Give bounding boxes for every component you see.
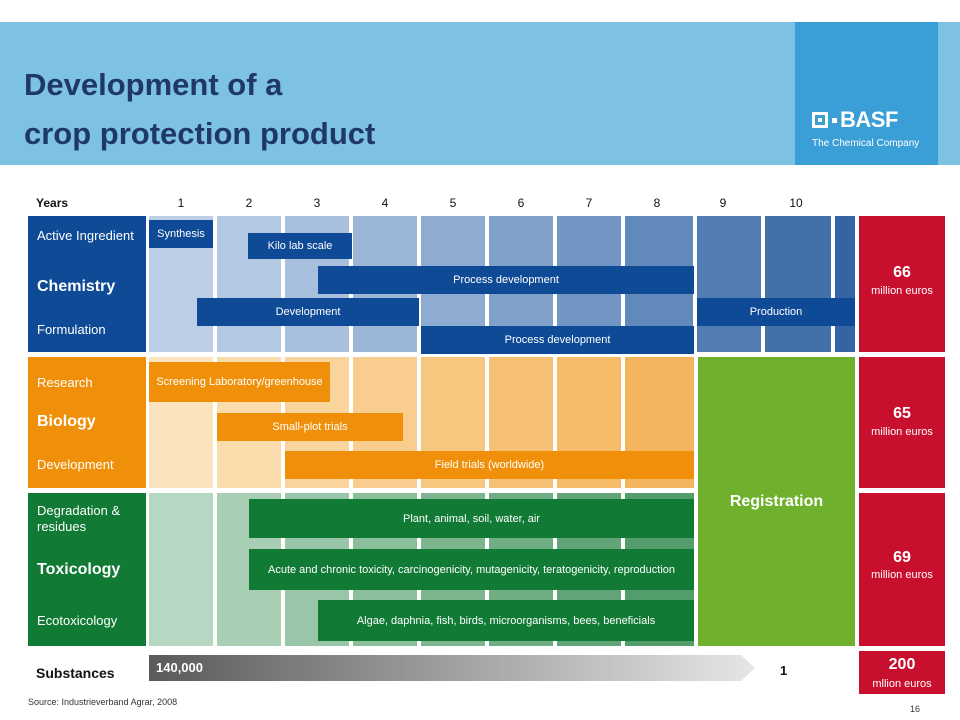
bar-algae-daphnia: Algae, daphnia, fish, birds, microorgani… [318, 600, 694, 641]
year-1: 1 [177, 196, 185, 210]
total-cost-box: 200 mllion euros [859, 651, 945, 694]
toxicology-cost-unit: million euros [871, 569, 933, 581]
chemistry-top-label: Active Ingredient [37, 228, 134, 243]
year-9: 9 [719, 196, 727, 210]
toxicology-cost-value: 69 [893, 549, 911, 566]
substances-label: Substances [36, 665, 115, 681]
source-note: Source: Industrieverband Agrar, 2008 [28, 697, 178, 707]
biology-bottom-label: Development [37, 457, 114, 472]
bar-process-development-1: Process development [318, 266, 694, 294]
page-title: Development of a crop protection product [24, 60, 375, 158]
total-cost-value: 200 [888, 656, 916, 673]
chemistry-name: Chemistry [37, 278, 116, 295]
bar-synthesis: Synthesis [149, 220, 213, 248]
bar-acute-chronic-toxicity: Acute and chronic toxicity, carcinogenic… [249, 549, 694, 590]
basf-logo-dot-icon [832, 118, 837, 123]
chemistry-cost-box: 66 million euros [859, 216, 945, 352]
bar-kilo-lab-scale: Kilo lab scale [248, 233, 352, 259]
registration-box: Registration [698, 357, 855, 646]
biology-name: Biology [37, 413, 96, 430]
biology-cost-unit: million euros [871, 426, 933, 438]
toxicology-cost-box: 69 million euros [859, 493, 945, 646]
year-5: 5 [449, 196, 457, 210]
biology-cost-box: 65 million euros [859, 357, 945, 488]
year-8: 8 [653, 196, 661, 210]
year-3: 3 [313, 196, 321, 210]
year-4: 4 [381, 196, 389, 210]
logo-tagline: The Chemical Company [812, 138, 920, 149]
year-2: 2 [245, 196, 253, 210]
bar-screening: Screening Laboratory/greenhouse [149, 362, 330, 402]
bar-process-development-2: Process development [421, 326, 694, 354]
title-line-2: crop protection product [24, 116, 376, 151]
registration-label: Registration [729, 492, 824, 510]
substances-end-value: 1 [780, 663, 788, 678]
bar-plant-animal-soil: Plant, animal, soil, water, air [249, 499, 694, 538]
bar-development: Development [197, 298, 419, 326]
chemistry-col-11 [835, 216, 855, 352]
toxicology-col-1 [149, 493, 213, 646]
toxicology-name: Toxicology [37, 561, 121, 578]
basf-logo-mark-icon [812, 112, 828, 128]
substances-start-value: 140,000 [156, 660, 203, 675]
chemistry-cost-value: 66 [893, 264, 911, 281]
total-cost-unit: mllion euros [872, 678, 932, 690]
year-6: 6 [517, 196, 525, 210]
year-7: 7 [585, 196, 593, 210]
year-10: 10 [789, 196, 803, 210]
chemistry-bottom-label: Formulation [37, 322, 106, 337]
chemistry-cost-unit: million euros [871, 285, 933, 297]
logo-brand: BASF [840, 107, 898, 132]
toxicology-bottom-label: Ecotoxicology [37, 613, 118, 628]
chemistry-col-10 [765, 216, 831, 352]
biology-top-label: Research [37, 375, 93, 390]
years-label: Years [36, 196, 69, 210]
biology-cost-value: 65 [893, 405, 911, 422]
bar-production: Production [697, 298, 855, 326]
toxicology-label-box: Degradation & residues Toxicology Ecotox… [28, 493, 146, 646]
substances-arrow-icon [149, 655, 755, 681]
chemistry-col-9 [697, 216, 761, 352]
title-line-1: Development of a [24, 67, 283, 102]
biology-label-box: Research Biology Development [28, 357, 146, 488]
bar-small-plot-trials: Small-plot trials [217, 413, 403, 441]
bar-field-trials: Field trials (worldwide) [285, 451, 694, 479]
page-number: 16 [910, 704, 921, 714]
chemistry-label-box: Active Ingredient Chemistry Formulation [28, 216, 146, 352]
toxicology-top-label: Degradation & residues [37, 503, 121, 534]
logo-box [795, 22, 938, 165]
